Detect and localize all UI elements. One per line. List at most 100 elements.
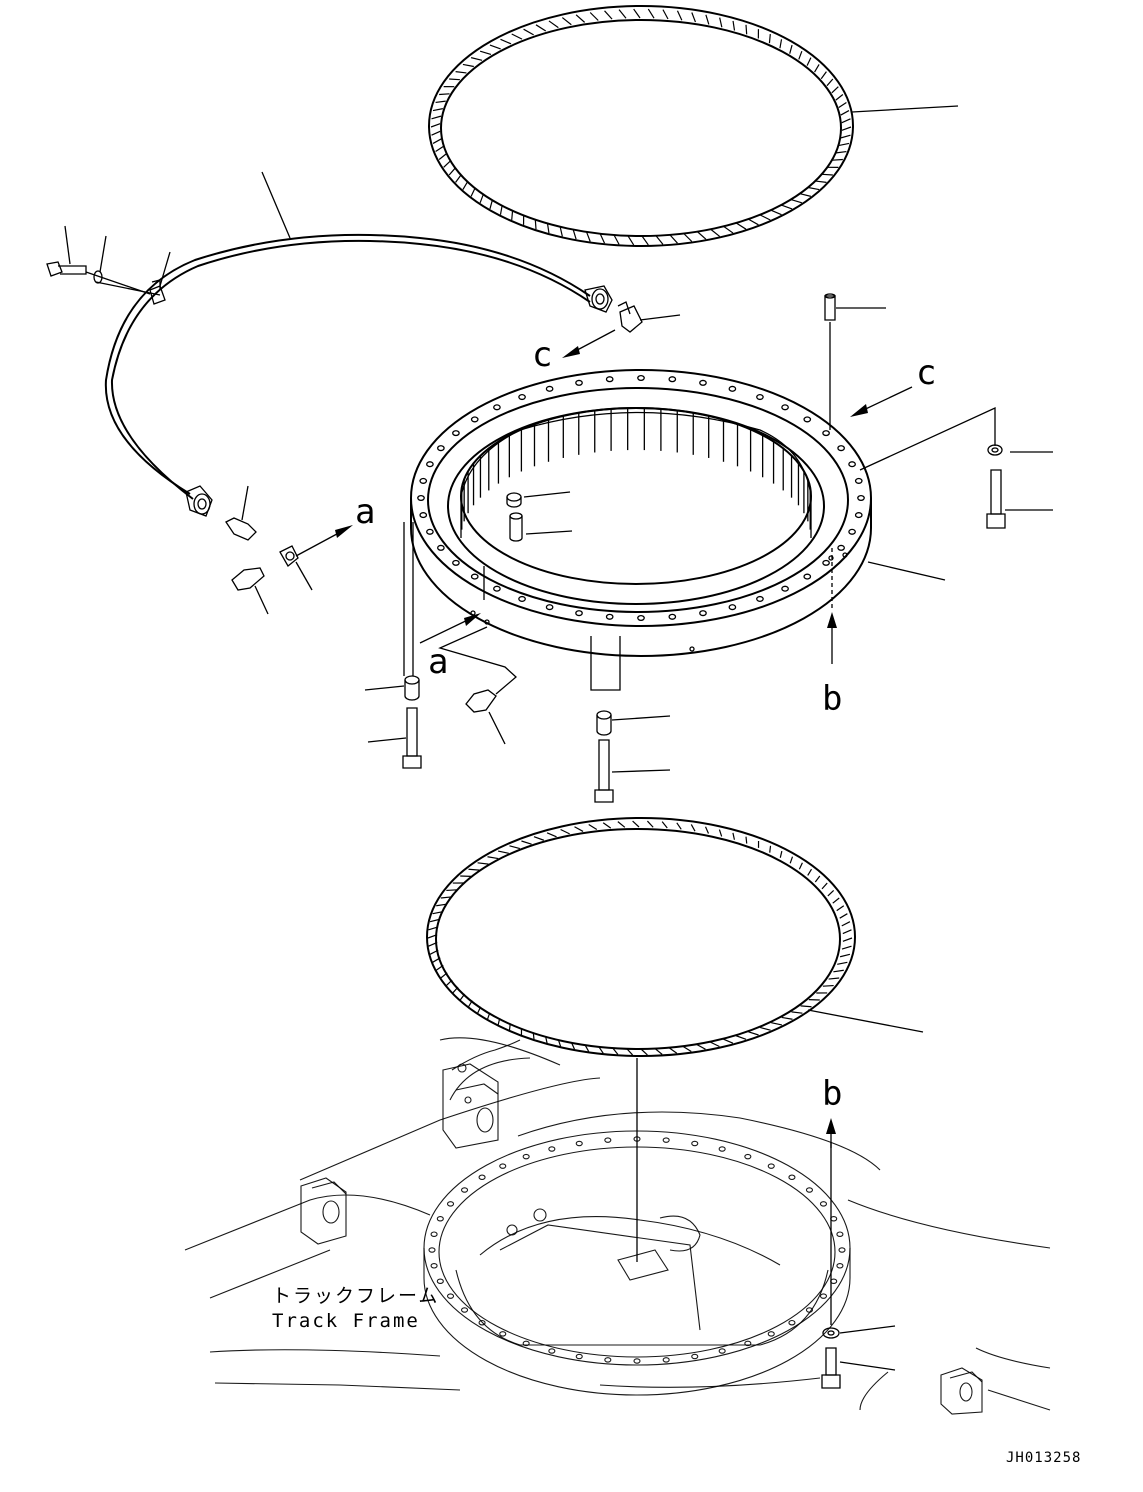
frame-bolt-hole: [460, 1187, 469, 1193]
frame-bolt-hole: [548, 1348, 556, 1354]
hatch-line: [759, 1026, 771, 1031]
hatch-line: [585, 231, 591, 242]
hatch-line: [602, 822, 612, 829]
hatch-line: [745, 24, 748, 35]
hatch-line: [822, 173, 833, 176]
swing-circle-bearing: [410, 369, 872, 657]
hatch-line: [559, 226, 563, 237]
dowel-pin-lower: [509, 512, 523, 542]
hatch-line: [470, 188, 476, 197]
hatch-line: [768, 33, 771, 44]
hatch-line: [627, 235, 635, 246]
bolt-hole: [668, 613, 677, 620]
dowel-pin-upper: [506, 492, 522, 508]
frame-bracket-right: [940, 1367, 983, 1415]
hatch-line: [459, 993, 466, 1001]
hatch-line: [807, 868, 813, 876]
frame-bolt-hole: [718, 1348, 726, 1354]
grease-nipple-bearing: [465, 689, 497, 713]
callout-c-left: c: [532, 335, 552, 375]
bolt-hole: [426, 528, 434, 535]
frame-bolt-hole: [478, 1174, 486, 1181]
frame-bolt-holes: [428, 1136, 846, 1364]
bolt-hole: [419, 512, 428, 519]
hatch-line: [446, 889, 458, 892]
grease-nipple-upper: [225, 517, 257, 541]
hatch-line: [719, 17, 723, 28]
hatch-line: [511, 33, 523, 40]
bolt-hole: [437, 445, 445, 452]
hatch-line: [468, 868, 480, 871]
gear-band: [460, 411, 812, 497]
frame-bolt-hole: [819, 1293, 828, 1299]
hatch-line: [682, 1045, 692, 1053]
bolt-hole: [470, 416, 479, 423]
frame-bolt-hole: [662, 1357, 670, 1363]
top-seal-hatching: [430, 8, 852, 246]
hatch-line: [432, 138, 442, 144]
hatch-line: [486, 1012, 491, 1020]
hatch-line: [771, 1022, 782, 1026]
hatch-line: [781, 204, 793, 210]
spacer-center: [596, 710, 612, 736]
bolt-hole: [803, 416, 812, 423]
bolt-hole: [837, 445, 845, 452]
arrow-b-lower: [826, 1118, 836, 1148]
hatch-line: [745, 836, 748, 844]
hatch-line: [626, 1048, 634, 1056]
hatch-line: [618, 9, 627, 19]
hatch-line: [822, 984, 834, 987]
bolt-hole: [822, 430, 830, 437]
hatch-line: [732, 832, 736, 840]
hatch-line: [647, 8, 655, 19]
hatch-line: [690, 824, 696, 832]
frame-bolt-hole: [838, 1247, 846, 1253]
hatch-line: [718, 829, 723, 837]
hatch-line: [662, 9, 669, 20]
bolt-hole: [452, 430, 460, 437]
hatch-line: [500, 38, 512, 45]
hatch-line: [584, 1044, 590, 1052]
bolt-hole: [470, 573, 479, 580]
hose-end-fitting-right: [584, 285, 613, 313]
hatch-line: [617, 821, 626, 828]
hatch-line: [432, 911, 443, 915]
hatch-line: [839, 953, 851, 958]
hatch-line: [837, 961, 848, 965]
hatch-line: [632, 820, 640, 828]
frame-bolt-hole: [604, 1357, 612, 1363]
frame-bracket-upper: [442, 1039, 521, 1149]
hatch-line: [759, 214, 771, 221]
hatch-line: [808, 186, 820, 191]
bolt-hole: [848, 528, 856, 535]
hatch-line: [604, 10, 613, 20]
hatch-line: [523, 28, 534, 36]
bolt-hole: [637, 374, 645, 382]
hatch-line: [470, 57, 483, 61]
arrow-c-right: [850, 386, 913, 417]
hatch-line: [828, 977, 840, 980]
hatch-line: [798, 862, 803, 870]
frame-bolt-hole: [633, 1358, 641, 1364]
pin-top-right: [824, 293, 836, 321]
hatch-line: [841, 126, 852, 131]
bolt-hole: [668, 376, 677, 383]
hatch-line: [449, 78, 460, 81]
hatch-line: [440, 972, 448, 979]
frame-bolt-hole: [836, 1263, 844, 1269]
hatch-line: [487, 856, 499, 860]
hatch-line: [598, 1046, 604, 1054]
hatch-line: [826, 78, 834, 87]
bottom-seal-ring: [426, 817, 856, 1057]
track-frame-label-en: Track Frame: [272, 1310, 420, 1332]
bolt-hole: [518, 393, 526, 401]
hatch-line: [640, 1048, 648, 1056]
hatch-line: [534, 219, 537, 230]
hatch-line: [832, 897, 840, 904]
bearing-bolt-holes: [417, 374, 865, 622]
hatch-line: [439, 93, 450, 96]
frame-bolt-hole: [430, 1231, 438, 1237]
bolt-hole: [575, 610, 583, 617]
hatch-line: [429, 949, 439, 955]
